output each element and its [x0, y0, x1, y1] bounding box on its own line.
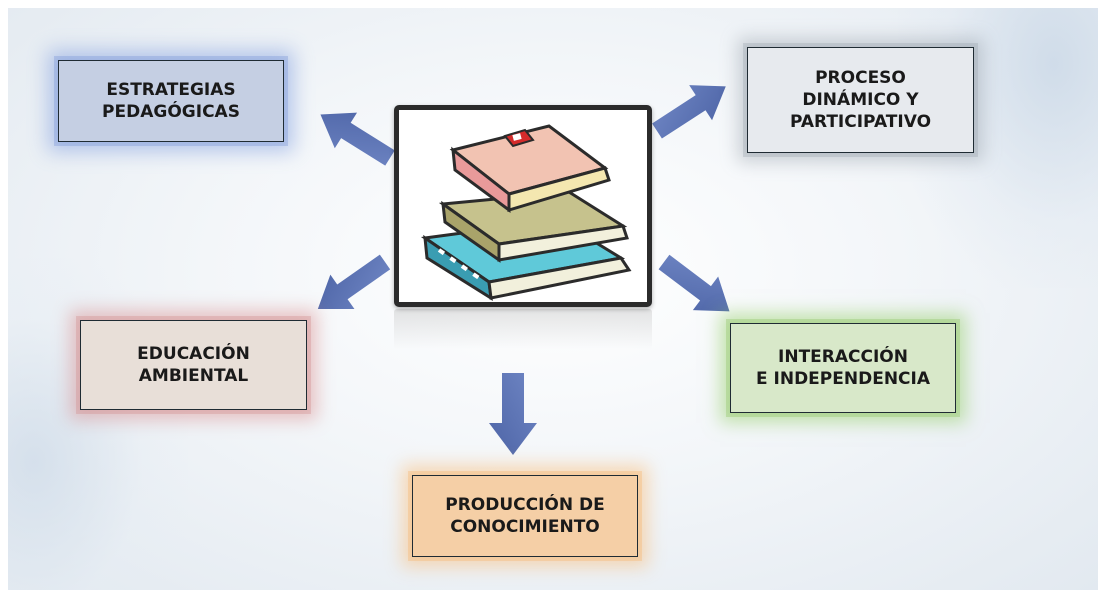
stack-of-books-icon — [420, 124, 632, 301]
node-interaccion-independencia: INTERACCIÓN E INDEPENDENCIA — [730, 323, 956, 413]
node-label: PROCESO DINÁMICO Y PARTICIPATIVO — [789, 68, 932, 132]
node-estrategias-pedagogicas: ESTRATEGIAS PEDAGÓGICAS — [58, 60, 284, 142]
arrow-to-produccion — [489, 373, 537, 455]
arrow-to-estrategias — [320, 112, 395, 166]
node-educacion-ambiental: EDUCACIÓN AMBIENTAL — [80, 320, 307, 410]
arrow-to-educacion — [317, 254, 391, 310]
arrow-to-interaccion — [658, 254, 730, 312]
arrow-to-proceso — [652, 85, 726, 139]
node-label: PRODUCCIÓN DE CONOCIMIENTO — [445, 495, 605, 537]
node-label: ESTRATEGIAS PEDAGÓGICAS — [102, 80, 240, 122]
node-label: EDUCACIÓN AMBIENTAL — [137, 344, 250, 386]
node-proceso-dinamico: PROCESO DINÁMICO Y PARTICIPATIVO — [747, 47, 974, 153]
node-produccion-conocimiento: PRODUCCIÓN DE CONOCIMIENTO — [412, 475, 638, 557]
center-image-frame — [394, 105, 652, 307]
center-image-reflection — [394, 309, 652, 349]
node-label: INTERACCIÓN E INDEPENDENCIA — [755, 347, 931, 389]
